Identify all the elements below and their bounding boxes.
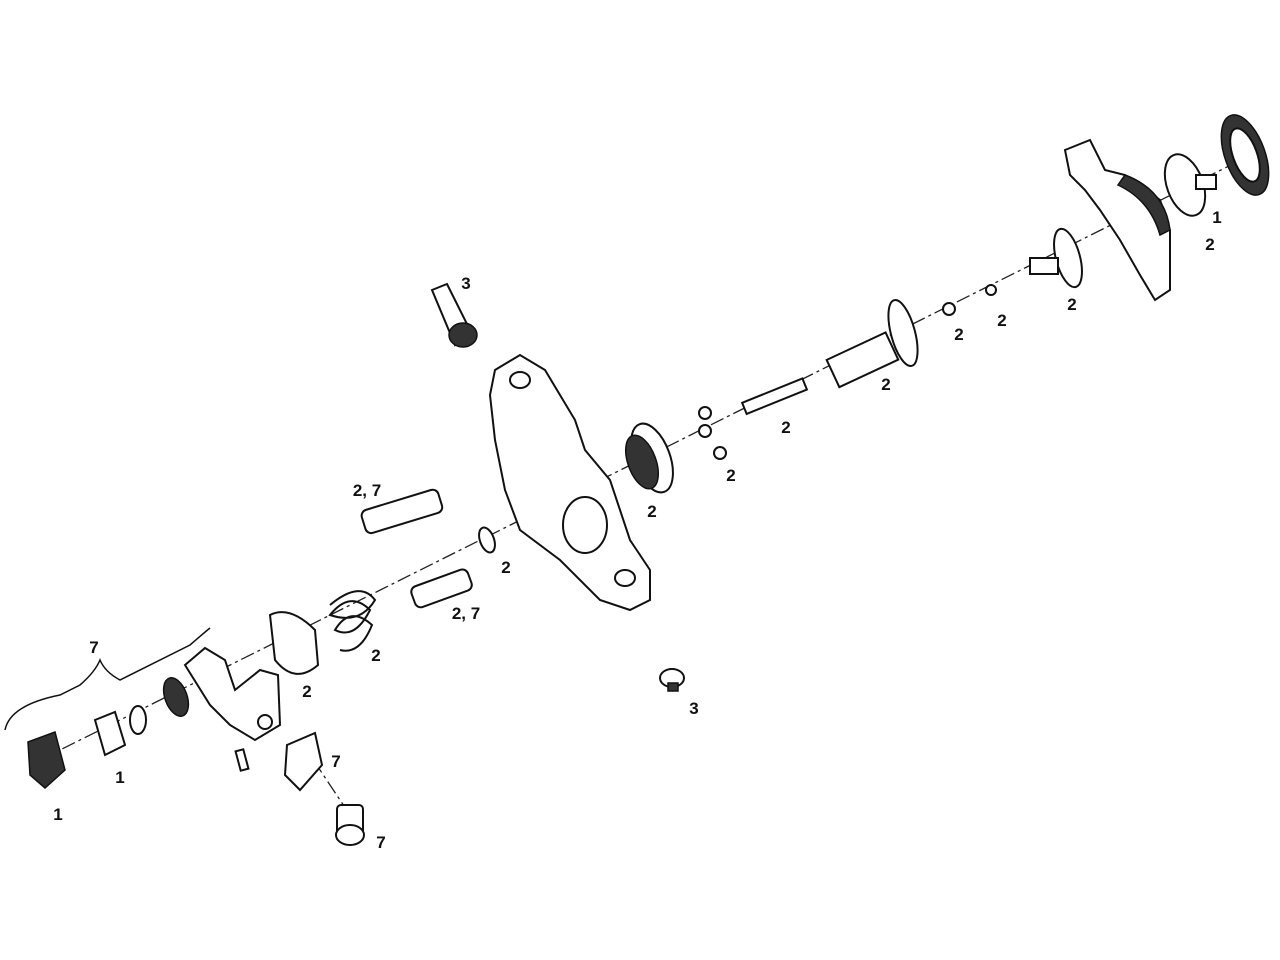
ball bbox=[698, 406, 712, 420]
group-bracket bbox=[4, 627, 211, 731]
reach-adjust-gear bbox=[162, 677, 190, 717]
bleed-screw bbox=[430, 282, 478, 348]
adjust-clip bbox=[93, 710, 127, 757]
adjust-washer bbox=[129, 705, 147, 735]
callout-label: 2 bbox=[1205, 235, 1215, 254]
lever-bushing bbox=[268, 611, 320, 675]
callout-label: 2 bbox=[726, 466, 736, 485]
callout-label: 3 bbox=[461, 274, 471, 293]
callout-label: 2 bbox=[997, 311, 1007, 330]
callout-label: 2 bbox=[501, 558, 511, 577]
callout-label: 2 bbox=[1067, 295, 1077, 314]
callout-label: 2 bbox=[647, 502, 657, 521]
o-ring bbox=[985, 284, 997, 296]
callout-label: 1 bbox=[53, 805, 63, 824]
washer bbox=[478, 526, 496, 554]
callout-label: 2 bbox=[371, 646, 381, 665]
ball bbox=[698, 424, 712, 438]
roll-pin bbox=[234, 748, 250, 772]
master-cylinder-body bbox=[488, 353, 651, 612]
callout-label: 7 bbox=[376, 833, 386, 852]
piston-disc bbox=[1029, 227, 1083, 289]
pin-short bbox=[410, 568, 473, 609]
callout-label: 2, 7 bbox=[451, 604, 481, 623]
callout-label: 2 bbox=[881, 375, 891, 394]
adjuster-knob-right bbox=[1220, 114, 1270, 196]
ball bbox=[942, 302, 956, 316]
reach-adjust-knob bbox=[27, 731, 66, 790]
callout-label: 7 bbox=[331, 752, 341, 771]
callout-label: 3 bbox=[689, 699, 699, 718]
callout-label: 7 bbox=[89, 638, 99, 657]
callout-label: 1 bbox=[1212, 208, 1222, 227]
lever-blade bbox=[183, 646, 282, 742]
disc-cap bbox=[1163, 153, 1217, 217]
pushrod-flange bbox=[825, 299, 919, 389]
pushrod bbox=[740, 377, 809, 416]
pivot-pin bbox=[360, 488, 444, 535]
callout-label: 2 bbox=[781, 418, 791, 437]
clamp-bolt bbox=[335, 804, 365, 846]
callout-label: 1 bbox=[115, 768, 125, 787]
callout-label: 2 bbox=[302, 682, 312, 701]
clamp-half bbox=[283, 731, 324, 792]
callout-label: 2, 7 bbox=[352, 481, 382, 500]
bladder-seal bbox=[624, 422, 674, 494]
ball bbox=[713, 446, 727, 460]
return-spring bbox=[328, 590, 377, 652]
bleed-plug bbox=[659, 668, 685, 692]
callout-label: 2 bbox=[954, 325, 964, 344]
cam-lever bbox=[1063, 138, 1171, 302]
